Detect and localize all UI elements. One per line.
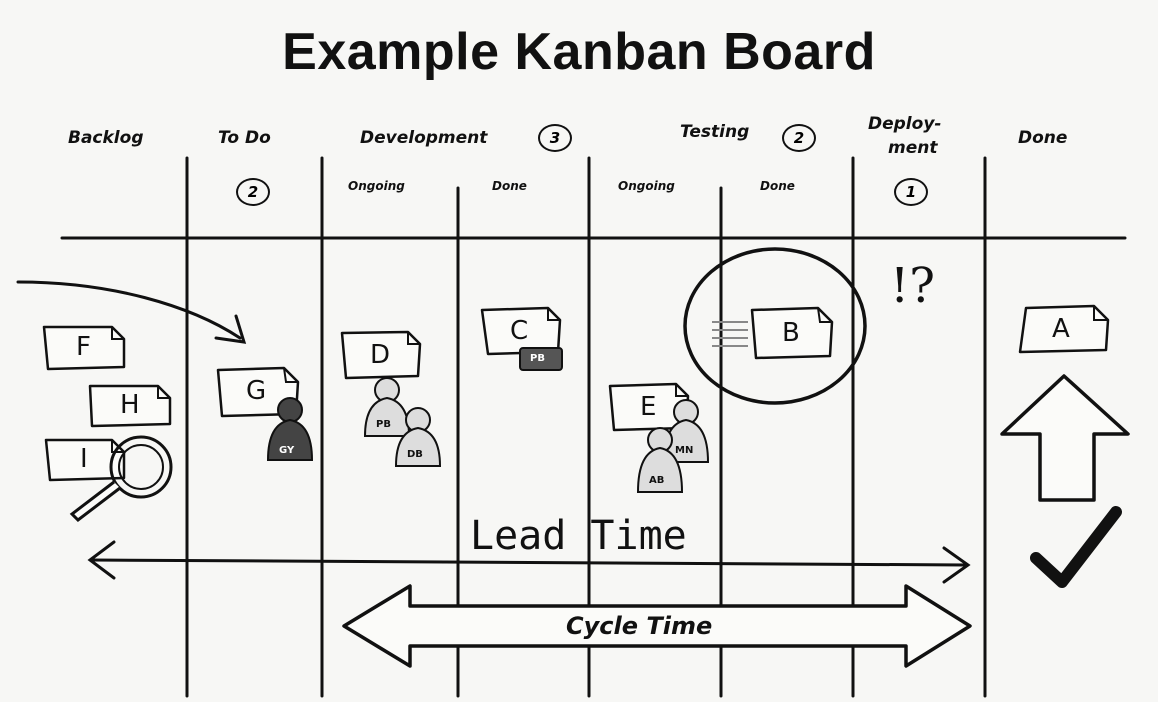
board-title: Example Kanban Board <box>282 23 876 81</box>
magnifier-icon <box>69 435 173 522</box>
blocked-circle <box>683 247 867 405</box>
dev-done-header: Done <box>492 179 527 193</box>
todo-wip-limit: 2 <box>236 178 270 206</box>
column-todo: To Do <box>218 128 271 148</box>
person-db: DB <box>407 449 423 460</box>
development-wip-limit: 3 <box>538 124 572 152</box>
card-h: H <box>120 390 140 420</box>
cycle-time-label: Cycle Time <box>566 612 713 640</box>
card-f-shape <box>42 325 126 371</box>
cycle-time-arrow <box>342 584 972 668</box>
blocked-lines <box>712 321 748 347</box>
person-gy: GY <box>279 445 295 456</box>
column-backlog: Backlog <box>68 128 144 148</box>
column-deployment-line2: ment <box>888 138 938 158</box>
person-mn: MN <box>675 445 694 456</box>
column-testing: Testing <box>680 122 750 142</box>
card-b-shape <box>750 306 834 360</box>
up-arrow-icon <box>1000 374 1130 502</box>
test-ongoing-header: Ongoing <box>618 179 675 193</box>
card-i: I <box>80 444 88 474</box>
card-c: C <box>510 316 529 346</box>
checkmark-icon <box>1030 506 1122 588</box>
card-i-shape <box>44 438 126 482</box>
person-pb-c: PB <box>530 353 545 364</box>
column-done: Done <box>1018 128 1068 148</box>
pull-arrow <box>16 280 247 344</box>
card-e: E <box>640 392 657 422</box>
card-g-shape <box>216 366 300 418</box>
column-deployment-line1: Deploy- <box>868 114 942 134</box>
blocked-question-marks: !? <box>890 258 936 314</box>
person-ab: AB <box>649 475 665 486</box>
card-h-shape <box>88 384 172 428</box>
card-d-shape <box>340 330 422 380</box>
column-development: Development <box>360 128 488 148</box>
card-b: B <box>782 318 800 348</box>
deployment-wip-limit: 1 <box>894 178 928 206</box>
person-pb-dev: PB <box>376 419 391 430</box>
card-c-shape <box>480 306 562 356</box>
card-g: G <box>246 376 267 406</box>
card-f: F <box>76 332 91 362</box>
card-a: A <box>1052 314 1070 344</box>
dev-ongoing-header: Ongoing <box>348 179 405 193</box>
card-a-shape <box>1018 304 1110 354</box>
lead-time-arrow <box>87 540 971 584</box>
lead-time-label: Lead Time <box>470 513 687 559</box>
card-d: D <box>370 340 391 370</box>
test-done-header: Done <box>760 179 795 193</box>
testing-wip-limit: 2 <box>782 124 816 152</box>
